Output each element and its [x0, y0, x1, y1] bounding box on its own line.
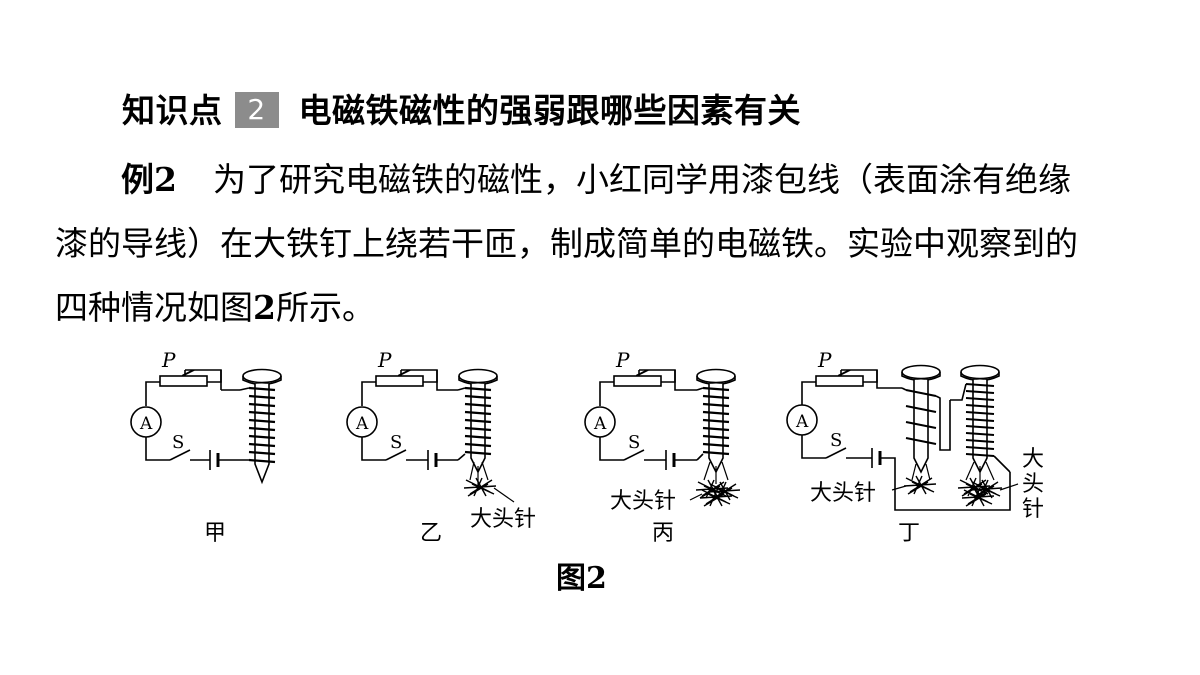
rheostat — [613, 375, 662, 387]
panel-jia: P A S 甲 — [130, 348, 282, 546]
problem-line-3-pre: 四种情况如图 — [55, 288, 253, 327]
switch-label: S — [830, 430, 842, 451]
nail-bing — [695, 368, 741, 507]
problem-line-1: 例2 为了研究电磁铁的磁性，小红同学用漆包线（表面涂有绝缘 — [55, 148, 1150, 212]
ammeter-label: A — [593, 414, 607, 434]
problem-line-3: 四种情况如图2所示。 — [55, 276, 1150, 340]
panel-bing: P A S 大头针 丙 — [584, 348, 741, 546]
pin-label-vertical-2: 头 — [1022, 472, 1044, 497]
ammeter-label: A — [795, 412, 809, 432]
switch — [825, 447, 847, 459]
slider-label: P — [817, 348, 832, 372]
nail-ding-right — [950, 364, 1011, 507]
panel-label-jia: 甲 — [204, 521, 226, 546]
section-number-badge: 2 — [234, 92, 279, 128]
section-title: 电磁铁磁性的强弱跟哪些因素有关 — [298, 91, 801, 130]
rheostat — [159, 375, 208, 387]
problem-line-3-post: 所示。 — [275, 288, 375, 327]
figure-ref-number: 2 — [253, 288, 276, 327]
section-heading: 知识点 2 电磁铁磁性的强弱跟哪些因素有关 — [122, 88, 801, 134]
pin-label: 大头针 — [610, 489, 676, 514]
nail-jia — [239, 368, 282, 485]
example-label: 例2 — [121, 160, 177, 199]
panel-yi: P A S 大头针 乙 — [346, 348, 536, 546]
ammeter-label: A — [139, 414, 153, 434]
electromagnet-figure: P A S 甲 P A S — [130, 348, 1044, 546]
panel-label-ding: 丁 — [898, 521, 920, 546]
pin-label-vertical-1: 大 — [1022, 447, 1044, 472]
problem-text: 例2 为了研究电磁铁的磁性，小红同学用漆包线（表面涂有绝缘 漆的导线）在大铁钉上绕… — [55, 148, 1150, 340]
switch — [623, 449, 645, 461]
problem-line-1-text: 为了研究电磁铁的磁性，小红同学用漆包线（表面涂有绝缘 — [212, 160, 1071, 199]
pin-label: 大头针 — [810, 481, 876, 506]
switch-label: S — [172, 432, 184, 453]
nail-yi — [457, 368, 498, 497]
switch-label: S — [628, 432, 640, 453]
switch-label: S — [390, 432, 402, 453]
switch — [169, 449, 191, 461]
slider-label: P — [377, 348, 392, 372]
switch — [385, 449, 407, 461]
pin-label: 大头针 — [470, 507, 536, 532]
pin-label-vertical-3: 针 — [1022, 497, 1044, 522]
slider-label: P — [615, 348, 630, 372]
panel-ding: P A S 大头针 大 — [786, 348, 1044, 546]
panel-label-bing: 丙 — [652, 521, 674, 546]
ammeter-label: A — [355, 414, 369, 434]
nail-ding-left — [901, 364, 951, 495]
rheostat — [375, 375, 424, 387]
figure-caption: 图2 — [556, 561, 607, 596]
slider-label: P — [161, 348, 176, 372]
panel-label-yi: 乙 — [420, 521, 442, 546]
section-label: 知识点 — [122, 91, 223, 130]
problem-line-2: 漆的导线）在大铁钉上绕若干匝，制成简单的电磁铁。实验中观察到的 — [55, 224, 1078, 263]
rheostat — [815, 375, 864, 387]
